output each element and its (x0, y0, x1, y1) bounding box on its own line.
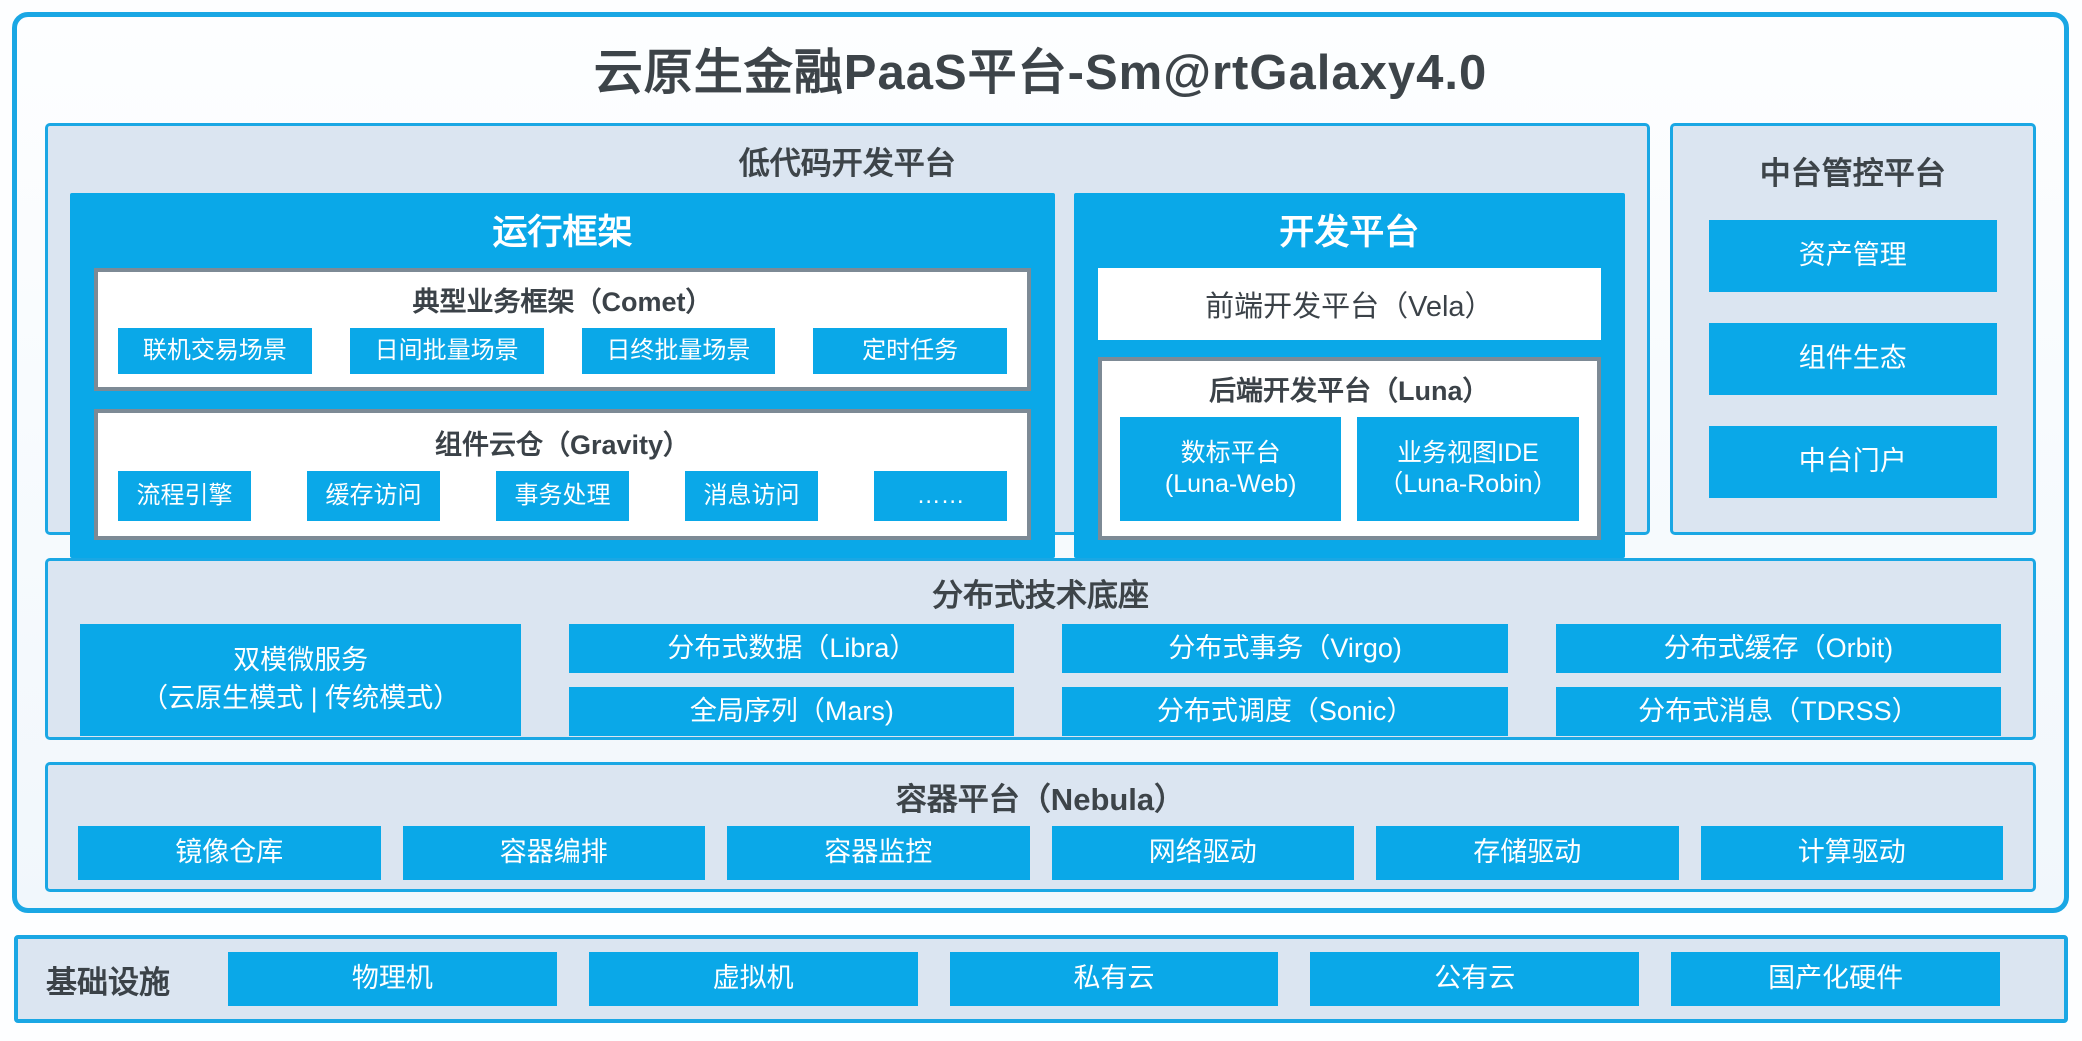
container-item-orchestration: 容器编排 (402, 826, 705, 880)
comet-box-title: 典型业务框架（Comet） (412, 287, 713, 317)
midplatform-title: 中台管控平台 (1759, 156, 1946, 191)
comet-item-daytime-batch: 日间批量场景 (349, 328, 544, 374)
gravity-item-message-access: 消息访问 (685, 471, 819, 521)
infrastructure-item-public-cloud: 公有云 (1310, 952, 1640, 1006)
runtime-panel-title: 运行框架 (492, 213, 633, 252)
comet-item-scheduled-task: 定时任务 (813, 328, 1008, 374)
top-row: 低代码开发平台 运行框架 典型业务框架（Comet） 联机交易场景 日间批量场景… (45, 123, 2036, 558)
infrastructure-items-row: 物理机 虚拟机 私有云 公有云 国产化硬件 (228, 952, 2000, 1006)
page-title: 云原生金融PaaS平台-Sm@rtGalaxy4.0 (593, 46, 1488, 100)
distributed-item-dual-mode-microservice: 双模微服务 （云原生模式 | 传统模式） (80, 624, 522, 736)
section-container-platform: 容器平台（Nebula） 镜像仓库 容器编排 容器监控 网络驱动 存储驱动 计算… (45, 762, 2036, 892)
section-infrastructure: 基础设施 物理机 虚拟机 私有云 公有云 国产化硬件 (14, 935, 2068, 1023)
lowcode-section-title: 低代码开发平台 (738, 146, 956, 181)
midplatform-items: 资产管理 组件生态 中台门户 (1673, 193, 2033, 498)
box-vela-frontend: 前端开发平台（Vela） (1098, 268, 1601, 340)
luna-robin-name: 业务视图IDE (1397, 438, 1539, 467)
luna-item-luna-robin: 业务视图IDE （Luna-Robin） (1357, 417, 1579, 521)
luna-robin-code: （Luna-Robin） (1378, 470, 1558, 498)
container-item-storage-driver: 存储驱动 (1376, 826, 1679, 880)
gravity-items-row: 流程引擎 缓存访问 事务处理 消息访问 …… (118, 471, 1008, 521)
distributed-item-mars: 全局序列（Mars) (569, 687, 1015, 736)
section-midplatform-control: 中台管控平台 资产管理 组件生态 中台门户 (1669, 123, 2036, 535)
infrastructure-title: 基础设施 (46, 964, 170, 1000)
distributed-title: 分布式技术底座 (932, 578, 1149, 613)
midplatform-item-component-ecosystem: 组件生态 (1708, 323, 1997, 395)
container-item-monitoring: 容器监控 (727, 826, 1030, 880)
distributed-col-3: 分布式缓存（Orbit) 分布式消息（TDRSS） (1555, 624, 2002, 736)
comet-item-online-trading: 联机交易场景 (118, 328, 312, 374)
panel-dev-platform: 开发平台 前端开发平台（Vela） 后端开发平台（Luna） 数标平台 (Lun… (1074, 193, 1625, 558)
distributed-col-2: 分布式事务（Virgo) 分布式调度（Sonic） (1062, 624, 1508, 736)
box-gravity-warehouse: 组件云仓（Gravity） 流程引擎 缓存访问 事务处理 消息访问 …… (94, 409, 1032, 540)
luna-items-row: 数标平台 (Luna-Web) 业务视图IDE （Luna-Robin） (1120, 417, 1579, 521)
comet-items-row: 联机交易场景 日间批量场景 日终批量场景 定时任务 (118, 328, 1008, 374)
gravity-item-ellipsis: …… (874, 471, 1008, 521)
container-item-image-registry: 镜像仓库 (78, 826, 381, 880)
panel-runtime-framework: 运行框架 典型业务框架（Comet） 联机交易场景 日间批量场景 日终批量场景 … (70, 193, 1056, 558)
dual-mode-line1: 双模微服务 (233, 645, 369, 676)
distributed-item-tdrss: 分布式消息（TDRSS） (1555, 687, 2002, 736)
infrastructure-item-domestic-hardware: 国产化硬件 (1671, 952, 2000, 1006)
comet-item-endofday-batch: 日终批量场景 (581, 328, 776, 374)
box-comet-framework: 典型业务框架（Comet） 联机交易场景 日间批量场景 日终批量场景 定时任务 (94, 268, 1032, 391)
midplatform-item-portal: 中台门户 (1708, 426, 1997, 498)
distributed-item-virgo: 分布式事务（Virgo) (1062, 624, 1508, 673)
dev-panel-title: 开发平台 (1279, 213, 1420, 252)
midplatform-item-asset-mgmt: 资产管理 (1708, 220, 1997, 292)
gravity-item-cache-access: 缓存访问 (307, 471, 441, 521)
container-items-row: 镜像仓库 容器编排 容器监控 网络驱动 存储驱动 计算驱动 (48, 819, 2033, 880)
lowcode-body: 运行框架 典型业务框架（Comet） 联机交易场景 日间批量场景 日终批量场景 … (48, 183, 1647, 571)
dual-mode-line2: （云原生模式 | 传统模式） (141, 683, 461, 713)
main-frame: 云原生金融PaaS平台-Sm@rtGalaxy4.0 低代码开发平台 运行框架 … (12, 12, 2069, 913)
box-luna-backend: 后端开发平台（Luna） 数标平台 (Luna-Web) 业务视图IDE （Lu… (1098, 357, 1601, 540)
luna-web-name: 数标平台 (1180, 438, 1281, 467)
distributed-body: 双模微服务 （云原生模式 | 传统模式） 分布式数据（Libra） 全局序列（M… (48, 615, 2033, 736)
section-lowcode-platform: 低代码开发平台 运行框架 典型业务框架（Comet） 联机交易场景 日间批量场景… (45, 123, 1650, 558)
distributed-item-orbit: 分布式缓存（Orbit) (1555, 624, 2002, 673)
distributed-item-libra: 分布式数据（Libra） (569, 624, 1015, 673)
gravity-item-transaction: 事务处理 (496, 471, 630, 521)
gravity-item-process-engine: 流程引擎 (118, 471, 252, 521)
gravity-box-title: 组件云仓（Gravity） (434, 430, 691, 460)
distributed-col-1: 分布式数据（Libra） 全局序列（Mars) (569, 624, 1015, 736)
container-item-compute-driver: 计算驱动 (1700, 826, 2003, 880)
infrastructure-item-private-cloud: 私有云 (949, 952, 1279, 1006)
section-distributed-base: 分布式技术底座 双模微服务 （云原生模式 | 传统模式） 分布式数据（Libra… (45, 558, 2036, 740)
infrastructure-item-virtual-machine: 虚拟机 (588, 952, 918, 1006)
luna-item-luna-web: 数标平台 (Luna-Web) (1120, 417, 1342, 521)
container-item-network-driver: 网络驱动 (1051, 826, 1354, 880)
container-title: 容器平台（Nebula） (895, 782, 1186, 817)
luna-box-title: 后端开发平台（Luna） (1209, 376, 1490, 406)
luna-web-code: (Luna-Web) (1164, 470, 1297, 498)
infrastructure-item-physical-machine: 物理机 (228, 952, 557, 1006)
distributed-item-sonic: 分布式调度（Sonic） (1062, 687, 1508, 736)
